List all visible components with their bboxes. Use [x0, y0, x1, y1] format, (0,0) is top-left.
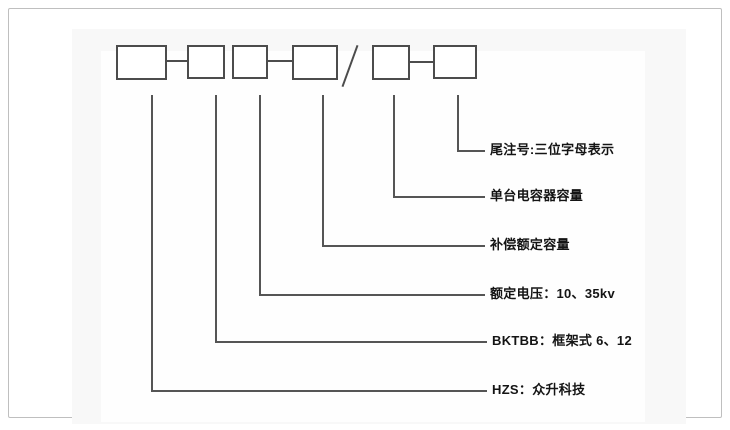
legend-label-bktbb-frame-type: BKTBB：框架式 6、12	[492, 333, 632, 348]
code-box-5	[372, 45, 410, 80]
leader-line-label-2	[393, 196, 485, 198]
legend-label-hzs-brand: HZS：众升科技	[492, 382, 586, 397]
drop-line-box1	[151, 95, 153, 391]
box1-box2-connector-line	[166, 60, 188, 62]
drop-line-box6	[457, 95, 459, 151]
leader-line-label-4	[259, 294, 485, 296]
leader-line-label-6	[151, 390, 487, 392]
legend-label-suffix-code: 尾注号:三位字母表示	[490, 142, 615, 157]
code-box-2	[187, 45, 225, 79]
leader-line-label-5	[215, 341, 487, 343]
box3-box4-connector-line	[267, 60, 293, 62]
scanned-diagram-area	[72, 29, 686, 424]
legend-label-compensation-rated-capacity: 补偿额定容量	[490, 237, 570, 252]
drop-line-box5	[393, 95, 395, 197]
leader-line-label-3	[322, 245, 485, 247]
diagram-paper	[101, 51, 645, 422]
leader-line-label-1	[457, 150, 485, 152]
drop-line-box3	[259, 95, 261, 295]
box5-box6-connector-line	[409, 61, 434, 63]
code-box-6	[433, 45, 477, 79]
code-box-1	[116, 45, 167, 80]
legend-label-rated-voltage: 额定电压：10、35kv	[490, 286, 615, 301]
legend-label-single-capacitor-capacity: 单台电容器容量	[490, 188, 584, 203]
drop-line-box2	[215, 95, 217, 342]
drop-line-box4	[322, 95, 324, 246]
code-box-3	[232, 45, 268, 79]
code-box-4	[292, 45, 338, 80]
image-frame	[8, 8, 722, 424]
